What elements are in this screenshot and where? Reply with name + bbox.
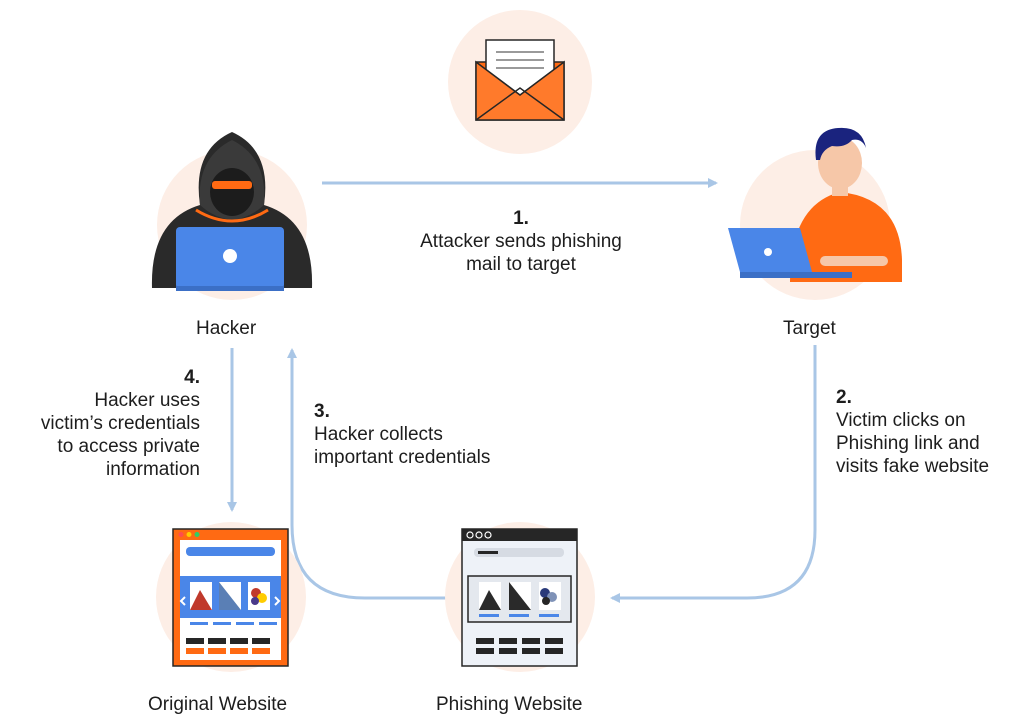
mail-icon (448, 10, 592, 154)
step-2: 2. Victim clicks on Phishing link and vi… (836, 386, 989, 478)
step-1-line: mail to target (466, 254, 576, 275)
step-4-line: Hacker uses (94, 390, 200, 411)
step-3: 3. Hacker collects important credentials (314, 400, 490, 469)
step-3-line: important credentials (314, 447, 491, 468)
step-1: 1. Attacker sends phishing mail to targe… (390, 207, 652, 276)
step-1-number: 1. (513, 208, 529, 229)
original-website-icon (156, 522, 306, 672)
phishing-website-label: Phishing Website (436, 694, 583, 715)
phishing-website-icon (445, 522, 595, 672)
step-4-number: 4. (184, 367, 200, 388)
hacker-icon (151, 132, 313, 300)
step-4-line: victim’s credentials (40, 413, 200, 434)
step-2-line: Phishing link and (836, 433, 980, 454)
step-4: 4. Hacker uses victim’s credentials to a… (20, 366, 200, 481)
arrow-target-to-phishing (610, 345, 817, 603)
step-1-line: Attacker sends phishing (420, 231, 622, 252)
step-3-line: Hacker collects (314, 424, 443, 445)
step-2-number: 2. (836, 387, 852, 408)
target-icon (728, 127, 902, 300)
step-4-line: to access private (57, 436, 200, 457)
hacker-label: Hacker (196, 318, 257, 339)
arrow-phishing-to-hacker (287, 348, 447, 600)
step-2-line: Victim clicks on (836, 410, 966, 431)
original-website-label: Original Website (148, 694, 288, 715)
step-3-number: 3. (314, 401, 330, 422)
step-4-line: information (106, 459, 200, 480)
step-2-line: visits fake website (836, 456, 990, 477)
target-label: Target (783, 318, 836, 339)
